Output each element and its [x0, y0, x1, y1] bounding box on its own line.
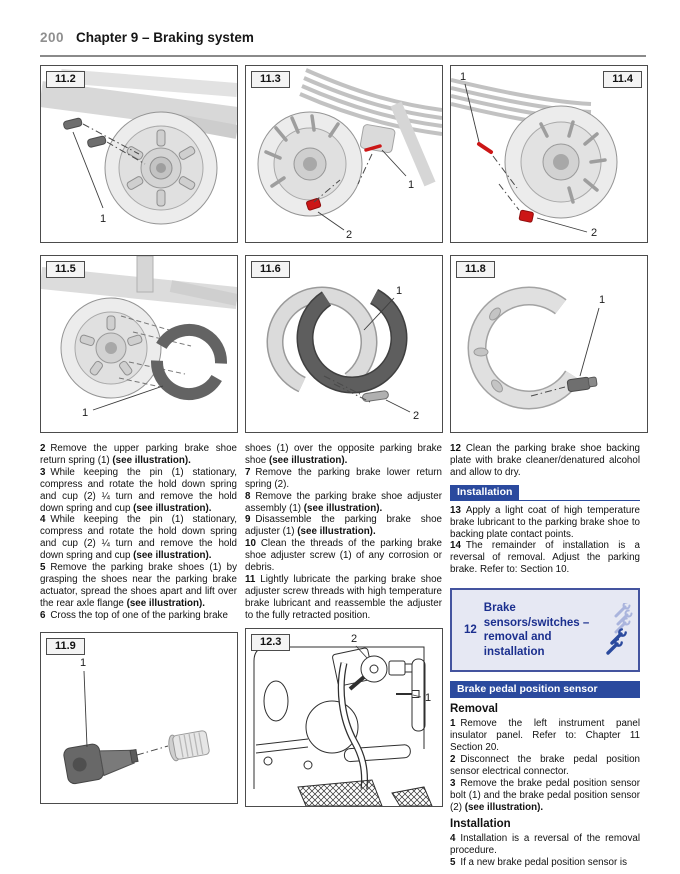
chapter-title: Chapter 9 – Braking system — [76, 30, 254, 45]
step-number: 7 — [245, 466, 251, 478]
figure-illustration: 1 — [63, 657, 210, 785]
step-number: 10 — [245, 538, 256, 550]
figure-illustration: 2 1 — [253, 633, 433, 806]
callout-number: 2 — [413, 410, 419, 422]
callout-number: 1 — [599, 294, 605, 306]
step-number: 5 — [40, 562, 46, 574]
figure-panel-11-3: 1 2 11.3 — [245, 65, 443, 243]
step-paragraph: shoes (1) over the opposite parking brak… — [245, 443, 442, 466]
callout-number: 1 — [408, 179, 414, 191]
step-paragraph: 6 Cross the top of one of the parking br… — [40, 609, 228, 621]
page-number: 200 — [40, 30, 65, 45]
figure-label: 11.3 — [251, 71, 290, 88]
figure-illustration: 1 2 — [451, 71, 618, 239]
figure-label: 11.2 — [46, 71, 85, 88]
subsection-heading: Removal — [450, 703, 498, 716]
step-paragraph: 5 Remove the parking brake shoes (1) by … — [40, 562, 237, 609]
step-number: 14 — [450, 540, 461, 552]
step-paragraph: 13 Apply a light coat of high temperatur… — [450, 504, 640, 540]
step-number: 3 — [40, 466, 46, 478]
step-number: 6 — [40, 609, 46, 621]
step-paragraph: 10 Clean the threads of the parking brak… — [245, 538, 442, 574]
page-header: 200 Chapter 9 – Braking system — [40, 30, 254, 45]
figure-panel-11-9: 1 11.9 — [40, 632, 238, 804]
installation-heading-bar: Installation — [450, 482, 640, 501]
figure-panel-11-2: 1 11.2 — [40, 65, 238, 243]
figure-panel-11-6: 1 2 11.6 — [245, 255, 443, 433]
figure-illustration: 1 2 — [266, 282, 419, 422]
figure-illustration: 1 — [41, 69, 237, 225]
callout-number: 2 — [346, 229, 352, 241]
step-paragraph: 2 Remove the upper parking brake shoe re… — [40, 443, 237, 466]
step-number: 4 — [40, 514, 46, 526]
step-number: 4 — [450, 833, 456, 845]
figure-panel-11-8: 1 11.8 — [450, 255, 648, 433]
callout-number: 1 — [425, 692, 431, 704]
section-box: 12 Brake sensors/switches – removal and … — [450, 588, 640, 673]
figure-label: 11.9 — [46, 638, 85, 655]
subsection-heading-bar: Brake pedal position sensor — [450, 681, 640, 699]
figure-label: 11.4 — [603, 71, 642, 88]
figure-panel-11-4: 1 2 11.4 — [450, 65, 648, 243]
section-title-line1: Brake sensors/switches – — [483, 602, 590, 629]
installation-heading-label: Installation — [450, 484, 520, 500]
step-number: 5 — [450, 857, 456, 869]
step-paragraph: 3 While keeping the pin (1) stationary, … — [40, 466, 237, 514]
section-title: Brake sensors/switches – removal and ins… — [484, 601, 602, 659]
step-paragraph: 8 Remove the parking brake shoe adjuster… — [245, 490, 442, 514]
callout-number: 2 — [591, 227, 597, 239]
text-column-3: 12 Clean the parking brake shoe backing … — [450, 443, 640, 869]
callout-number: 2 — [351, 633, 357, 645]
callout-number: 1 — [80, 657, 86, 669]
figure-illustration: 1 2 — [257, 68, 442, 241]
subsection-heading: Installation — [450, 818, 511, 831]
figure-panel-11-5: 1 11.5 — [40, 255, 238, 433]
section-number: 12 — [464, 623, 477, 636]
step-number: 8 — [245, 490, 251, 502]
figure-illustration: 1 — [41, 256, 237, 419]
callout-number: 1 — [82, 407, 88, 419]
header-rule — [40, 55, 646, 57]
step-number: 11 — [245, 573, 256, 585]
step-paragraph: 1 Remove the left instrument panel insul… — [450, 718, 640, 753]
figure-label: 11.6 — [251, 261, 290, 278]
step-paragraph: 2 Disconnect the brake pedal position se… — [450, 753, 640, 777]
figure-label: 12.3 — [251, 634, 291, 651]
callout-number: 1 — [100, 213, 106, 225]
text-column-2: shoes (1) over the opposite parking brak… — [245, 443, 442, 622]
step-paragraph: 4 Installation is a reversal of the remo… — [450, 833, 640, 857]
step-number: 2 — [450, 753, 456, 765]
step-number: 13 — [450, 504, 461, 516]
step-paragraph: 7 Remove the parking brake lower return … — [245, 466, 442, 490]
callout-number: 1 — [460, 71, 466, 83]
step-paragraph: 3 Remove the brake pedal position sensor… — [450, 777, 640, 813]
step-paragraph: 9 Disassemble the parking brake shoe adj… — [245, 514, 442, 538]
wrenches-icon — [606, 603, 633, 655]
text-column-1: 2 Remove the upper parking brake shoe re… — [40, 443, 237, 622]
step-paragraph: 14 The remainder of installation is a re… — [450, 540, 640, 576]
step-number: 12 — [450, 443, 461, 454]
step-paragraph: 11 Lightly lubricate the parking brake s… — [245, 573, 442, 621]
figure-illustration: 1 — [467, 286, 605, 410]
step-paragraph: 12 Clean the parking brake shoe backing … — [450, 443, 640, 478]
figure-label: 11.5 — [46, 261, 85, 278]
step-number: 1 — [450, 718, 456, 730]
step-number: 2 — [40, 443, 46, 454]
section-title-line2: removal and installation — [483, 631, 552, 658]
step-number: 9 — [245, 514, 251, 526]
step-number: 3 — [450, 777, 456, 789]
step-paragraph: 5 If a new brake pedal position sensor i… — [450, 857, 628, 869]
figure-label: 11.8 — [456, 261, 495, 278]
step-paragraph: 4 While keeping the pin (1) stationary, … — [40, 514, 237, 562]
figure-panel-12-3: 2 1 12.3 — [245, 628, 443, 807]
callout-number: 1 — [396, 285, 402, 297]
